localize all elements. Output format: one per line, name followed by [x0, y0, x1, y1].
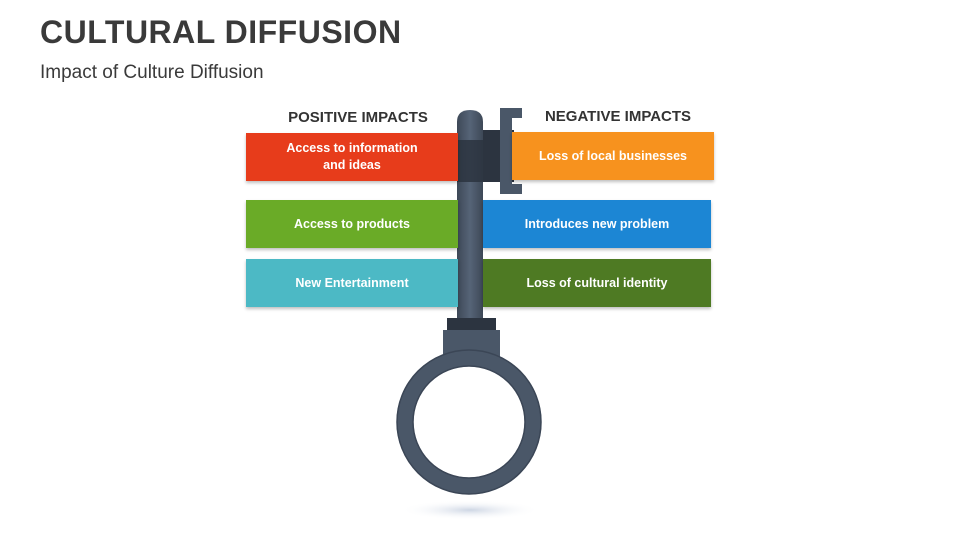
- positive-impacts-heading: POSITIVE IMPACTS: [288, 109, 428, 126]
- key-ring-outline: [396, 349, 542, 495]
- key-shaft-dark-band: [457, 140, 483, 182]
- negative-item-1-label: Loss of local businesses: [539, 148, 687, 163]
- key-collar: [447, 318, 496, 332]
- key-bit-bracket: [500, 108, 522, 194]
- slide-title: CULTURAL DIFFUSION: [40, 14, 402, 50]
- negative-item-2-label: Introduces new problem: [524, 216, 670, 231]
- key-ring-inner-outline: [412, 365, 526, 479]
- negative-item-2: Introduces new problem: [483, 200, 711, 248]
- negative-item-3-label: Loss of cultural identity: [526, 275, 668, 290]
- key-shadow: [400, 500, 540, 520]
- key-ring: [396, 349, 542, 495]
- positive-item-1-label: Access to information and ideas: [286, 141, 418, 172]
- positive-item-2: Access to products: [246, 200, 458, 248]
- negative-impacts-heading: NEGATIVE IMPACTS: [544, 108, 692, 125]
- positive-item-1: Access to information and ideas: [246, 133, 458, 181]
- negative-item-1: Loss of local businesses: [512, 132, 714, 180]
- positive-item-3: New Entertainment: [246, 259, 458, 307]
- negative-item-3: Loss of cultural identity: [483, 259, 711, 307]
- slide-subtitle: Impact of Culture Diffusion: [40, 62, 264, 83]
- positive-item-2-label: Access to products: [293, 216, 410, 231]
- positive-item-3-label: New Entertainment: [295, 275, 409, 290]
